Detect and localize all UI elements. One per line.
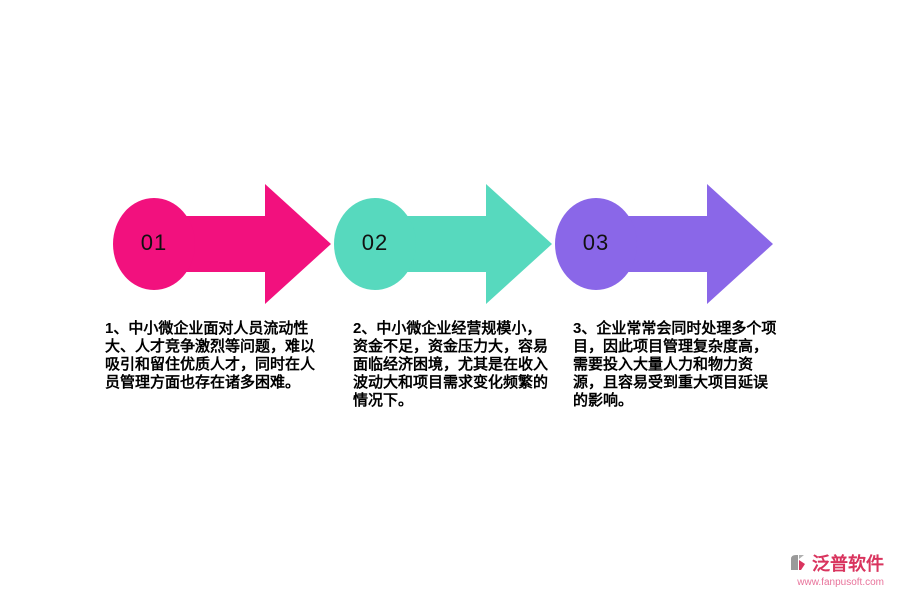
arrow-body	[596, 184, 773, 304]
arrow-ellipse	[113, 198, 195, 290]
arrow-ellipse	[334, 198, 416, 290]
arrow-shape-2	[334, 184, 552, 304]
brand-url: www.fanpusoft.com	[797, 577, 884, 588]
fanpu-logo-icon	[791, 555, 805, 570]
step-2-arrow: 02	[334, 182, 554, 306]
step-1-number: 01	[140, 230, 168, 255]
brand-name: 泛普软件	[812, 554, 884, 574]
step-1-description: 1、中小微企业面对人员流动性大、人才竞争激烈等问题，难以吸引和留住优质人才，同时…	[105, 320, 316, 391]
step-2-number: 02	[361, 230, 389, 255]
arrow-ellipse	[555, 198, 637, 290]
step-3-description: 3、企业常常会同时处理多个项目，因此项目管理复杂度高，需要投入大量人力和物力资源…	[573, 320, 777, 409]
step-3-number: 03	[582, 230, 610, 255]
step-3-arrow: 03	[555, 182, 775, 306]
arrow-body	[375, 184, 552, 304]
step-2-description: 2、中小微企业经营规模小，资金不足，资金压力大，容易面临经济困境，尤其是在收入波…	[353, 320, 549, 409]
brand-watermark: 泛普软件 www.fanpusoft.com	[788, 550, 884, 588]
arrow-shape-1	[113, 184, 331, 304]
arrow-shape-3	[555, 184, 773, 304]
arrow-body	[154, 184, 331, 304]
step-1-arrow: 01	[113, 182, 333, 306]
